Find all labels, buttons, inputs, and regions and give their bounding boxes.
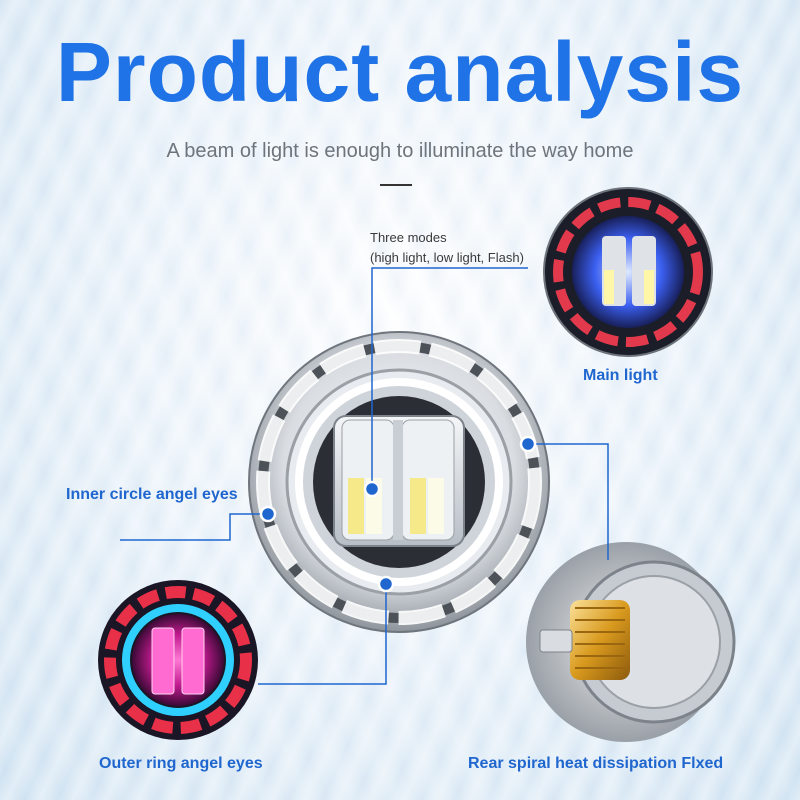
- main-light-image: [543, 187, 713, 357]
- main-light-label: Main light: [583, 367, 658, 384]
- outer-ring-callout-dot: [377, 575, 395, 593]
- outer-ring-image: [98, 580, 258, 740]
- callout-leader-lines: [120, 267, 609, 685]
- page-title: Product analysis: [55, 25, 745, 119]
- modes-callout-dot: [363, 480, 381, 498]
- page-subtitle: A beam of light is enough to illuminate …: [166, 140, 634, 162]
- outer-ring-label: Outer ring angel eyes: [99, 755, 263, 772]
- rear-heatsink-image: [526, 542, 736, 742]
- modes-note: Three modes (high light, low light, Flas…: [370, 228, 524, 268]
- main-headlight-image: [248, 331, 550, 633]
- inner-circle-label: Inner circle angel eyes: [66, 486, 238, 503]
- title-divider: [380, 184, 412, 186]
- inner-circle-callout-dot: [259, 505, 277, 523]
- rear-heat-label: Rear spiral heat dissipation Flxed: [468, 755, 724, 772]
- modes-title: Three modes: [370, 230, 447, 245]
- modes-detail: (high light, low light, Flash): [370, 250, 524, 265]
- rear-heat-callout-dot: [519, 435, 537, 453]
